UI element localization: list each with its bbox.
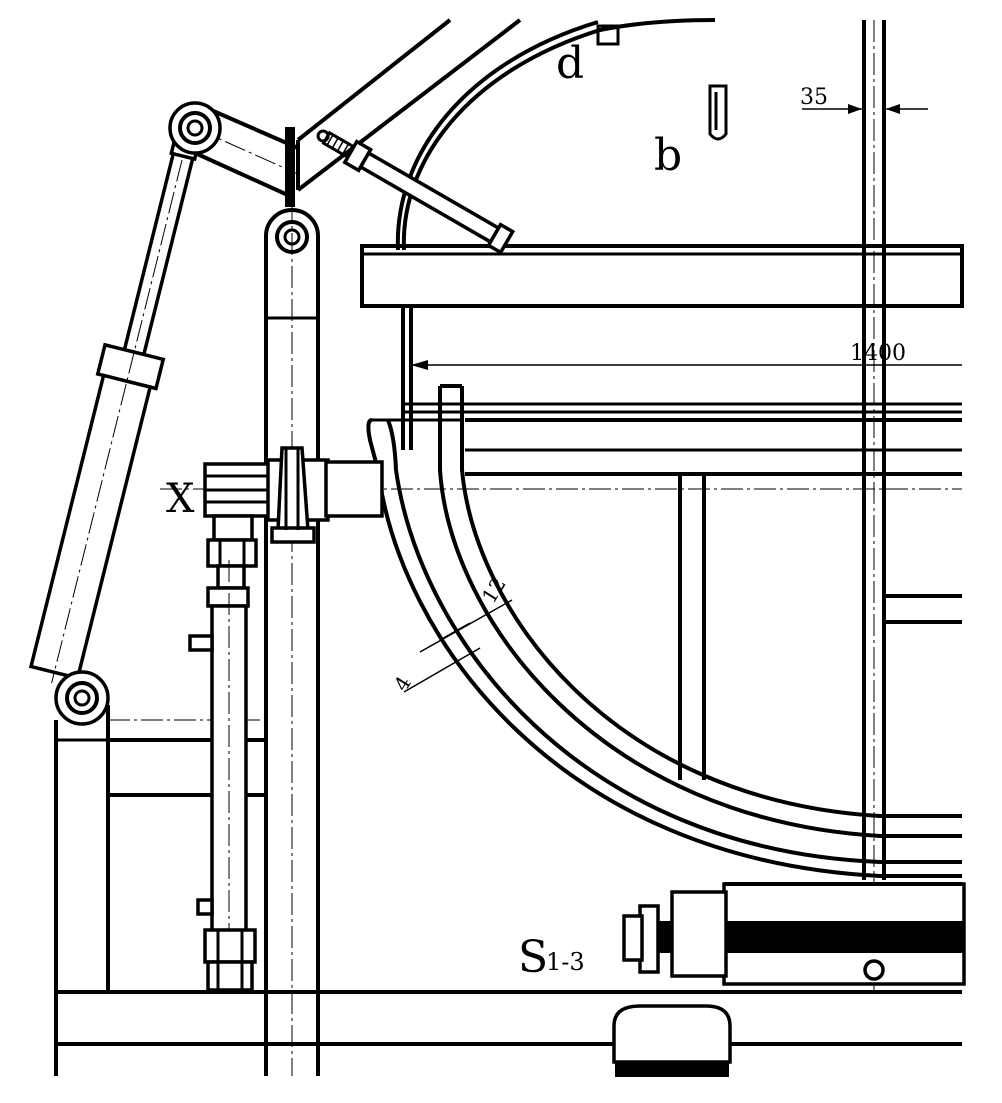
inner-vessel [401,306,962,780]
b-bracket [708,84,728,141]
label-x: X [166,476,195,522]
label-b: b [654,130,682,181]
main-column [264,200,320,1076]
label-d: d [556,38,584,89]
top-pivot [168,101,222,155]
dim-35-label: 35 [800,85,828,110]
arc-tank [366,384,962,878]
dimension-12-4: 12 4 [389,573,513,696]
left-base-post [54,670,110,992]
base-rails [54,990,962,1076]
lower-cylinder [188,560,257,992]
hydraulic-cylinder [28,127,200,684]
small-actuator [316,129,516,255]
label-s-subscript: 1-3 [546,948,585,976]
upper-frame-arm [296,18,522,192]
bottom-shaft [622,882,966,986]
top-beam [360,244,964,308]
x-coupling [203,446,384,568]
dim-4-label: 4 [389,672,416,696]
right-vertical-rods [862,20,886,990]
label-s: S [518,932,548,983]
d-bracket [596,24,620,46]
dimension-1400: 1400 [411,341,962,370]
dim-1400-label: 1400 [850,341,906,366]
bottom-motor [612,1004,732,1077]
dimension-35: 35 [800,85,928,114]
